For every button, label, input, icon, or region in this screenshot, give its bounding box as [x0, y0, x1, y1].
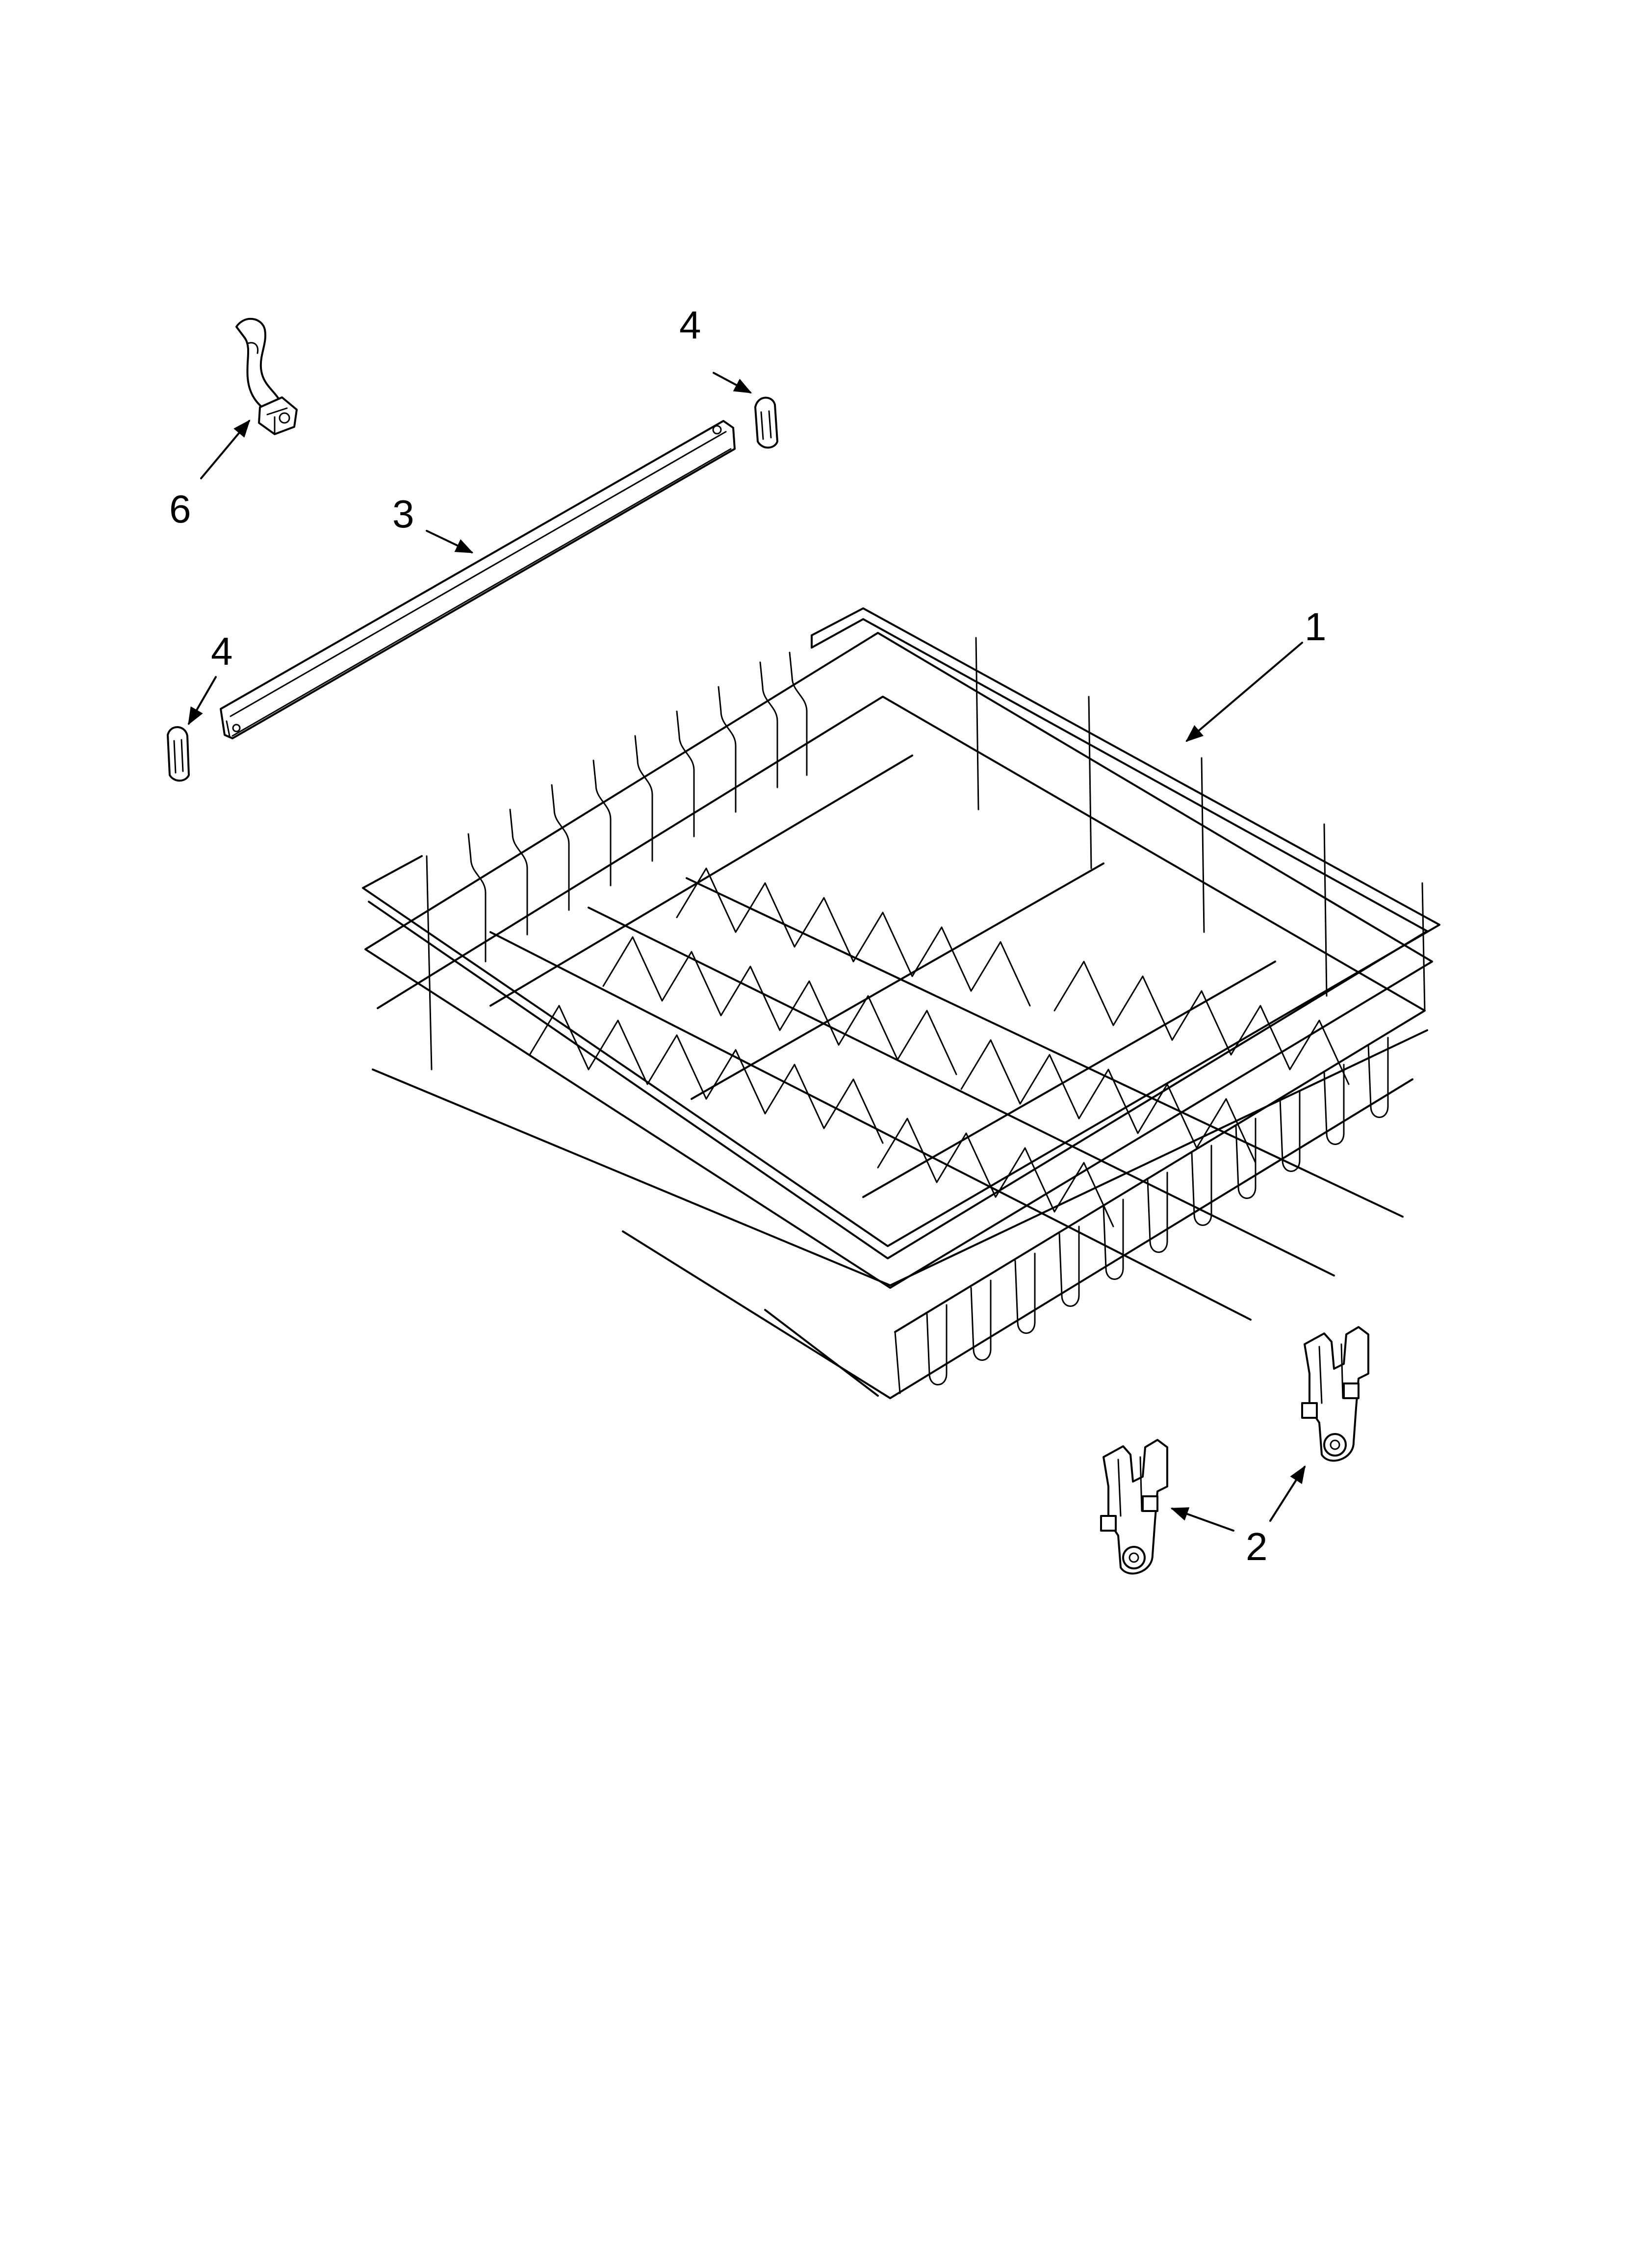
leader-4-upper [713, 372, 752, 393]
callout-4-lower: 4 [211, 629, 233, 673]
part-6-adjuster-clip [235, 317, 298, 435]
part-4-end-cap-upper [754, 396, 778, 449]
callout-3: 3 [392, 492, 414, 536]
part-2-roller-assembly-left [1100, 1439, 1168, 1575]
part-1-upper-rack [362, 607, 1440, 1399]
part-3-rack-rail [220, 420, 736, 739]
leader-6 [200, 419, 251, 479]
leader-4-lower [188, 676, 217, 726]
leader-2-left [1170, 1507, 1234, 1532]
callout-6: 6 [169, 487, 191, 531]
leader-3 [426, 530, 474, 553]
leader-1 [1185, 642, 1303, 742]
leader-2-right [1269, 1465, 1306, 1522]
part-4-end-cap-lower [167, 726, 190, 782]
part-2-roller-assembly-right [1301, 1326, 1369, 1462]
callout-4-upper: 4 [679, 303, 701, 347]
callout-2: 2 [1246, 1525, 1268, 1568]
callout-1: 1 [1305, 605, 1327, 649]
